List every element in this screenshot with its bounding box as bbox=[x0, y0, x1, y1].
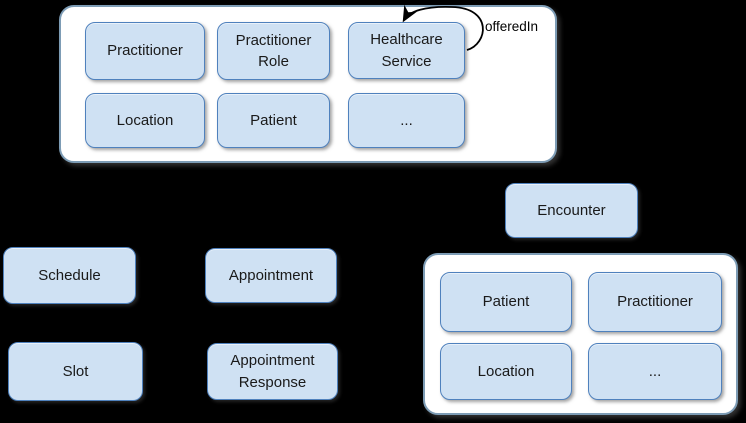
node-label: Encounter bbox=[537, 201, 606, 219]
node-appointment-response: Appointment Response bbox=[207, 343, 338, 400]
offeredin-label: offeredIn bbox=[485, 19, 539, 34]
node-label: Appointment Response bbox=[230, 352, 315, 391]
node-ellipsis-bottom: ... bbox=[588, 343, 722, 400]
node-ellipsis: ... bbox=[348, 93, 465, 148]
node-slot: Slot bbox=[8, 342, 143, 401]
node-label: Slot bbox=[62, 362, 89, 380]
node-label: Schedule bbox=[38, 266, 101, 284]
node-practitioner-bottom: Practitioner bbox=[588, 272, 722, 332]
node-label: Practitioner Role bbox=[235, 31, 312, 70]
node-label: Patient bbox=[250, 111, 297, 129]
node-location: Location bbox=[85, 93, 205, 148]
node-healthcare-service: Healthcare Service bbox=[348, 22, 465, 79]
node-label: ... bbox=[648, 362, 662, 380]
node-label: Practitioner bbox=[617, 293, 693, 311]
node-label: Location bbox=[477, 362, 535, 380]
node-schedule: Schedule bbox=[3, 247, 136, 304]
node-patient: Patient bbox=[217, 93, 330, 148]
node-label: Appointment bbox=[228, 266, 314, 284]
node-encounter: Encounter bbox=[505, 183, 638, 238]
node-label: ... bbox=[400, 111, 413, 129]
node-label: Practitioner bbox=[107, 42, 183, 60]
node-label: Location bbox=[116, 111, 174, 129]
node-practitioner: Practitioner bbox=[85, 22, 205, 80]
node-appointment: Appointment bbox=[205, 248, 337, 303]
node-practitioner-role: Practitioner Role bbox=[217, 22, 330, 80]
node-location-bottom: Location bbox=[440, 343, 572, 400]
node-label: Patient bbox=[482, 293, 530, 311]
node-label: Healthcare Service bbox=[370, 31, 443, 70]
node-patient-bottom: Patient bbox=[440, 272, 572, 332]
